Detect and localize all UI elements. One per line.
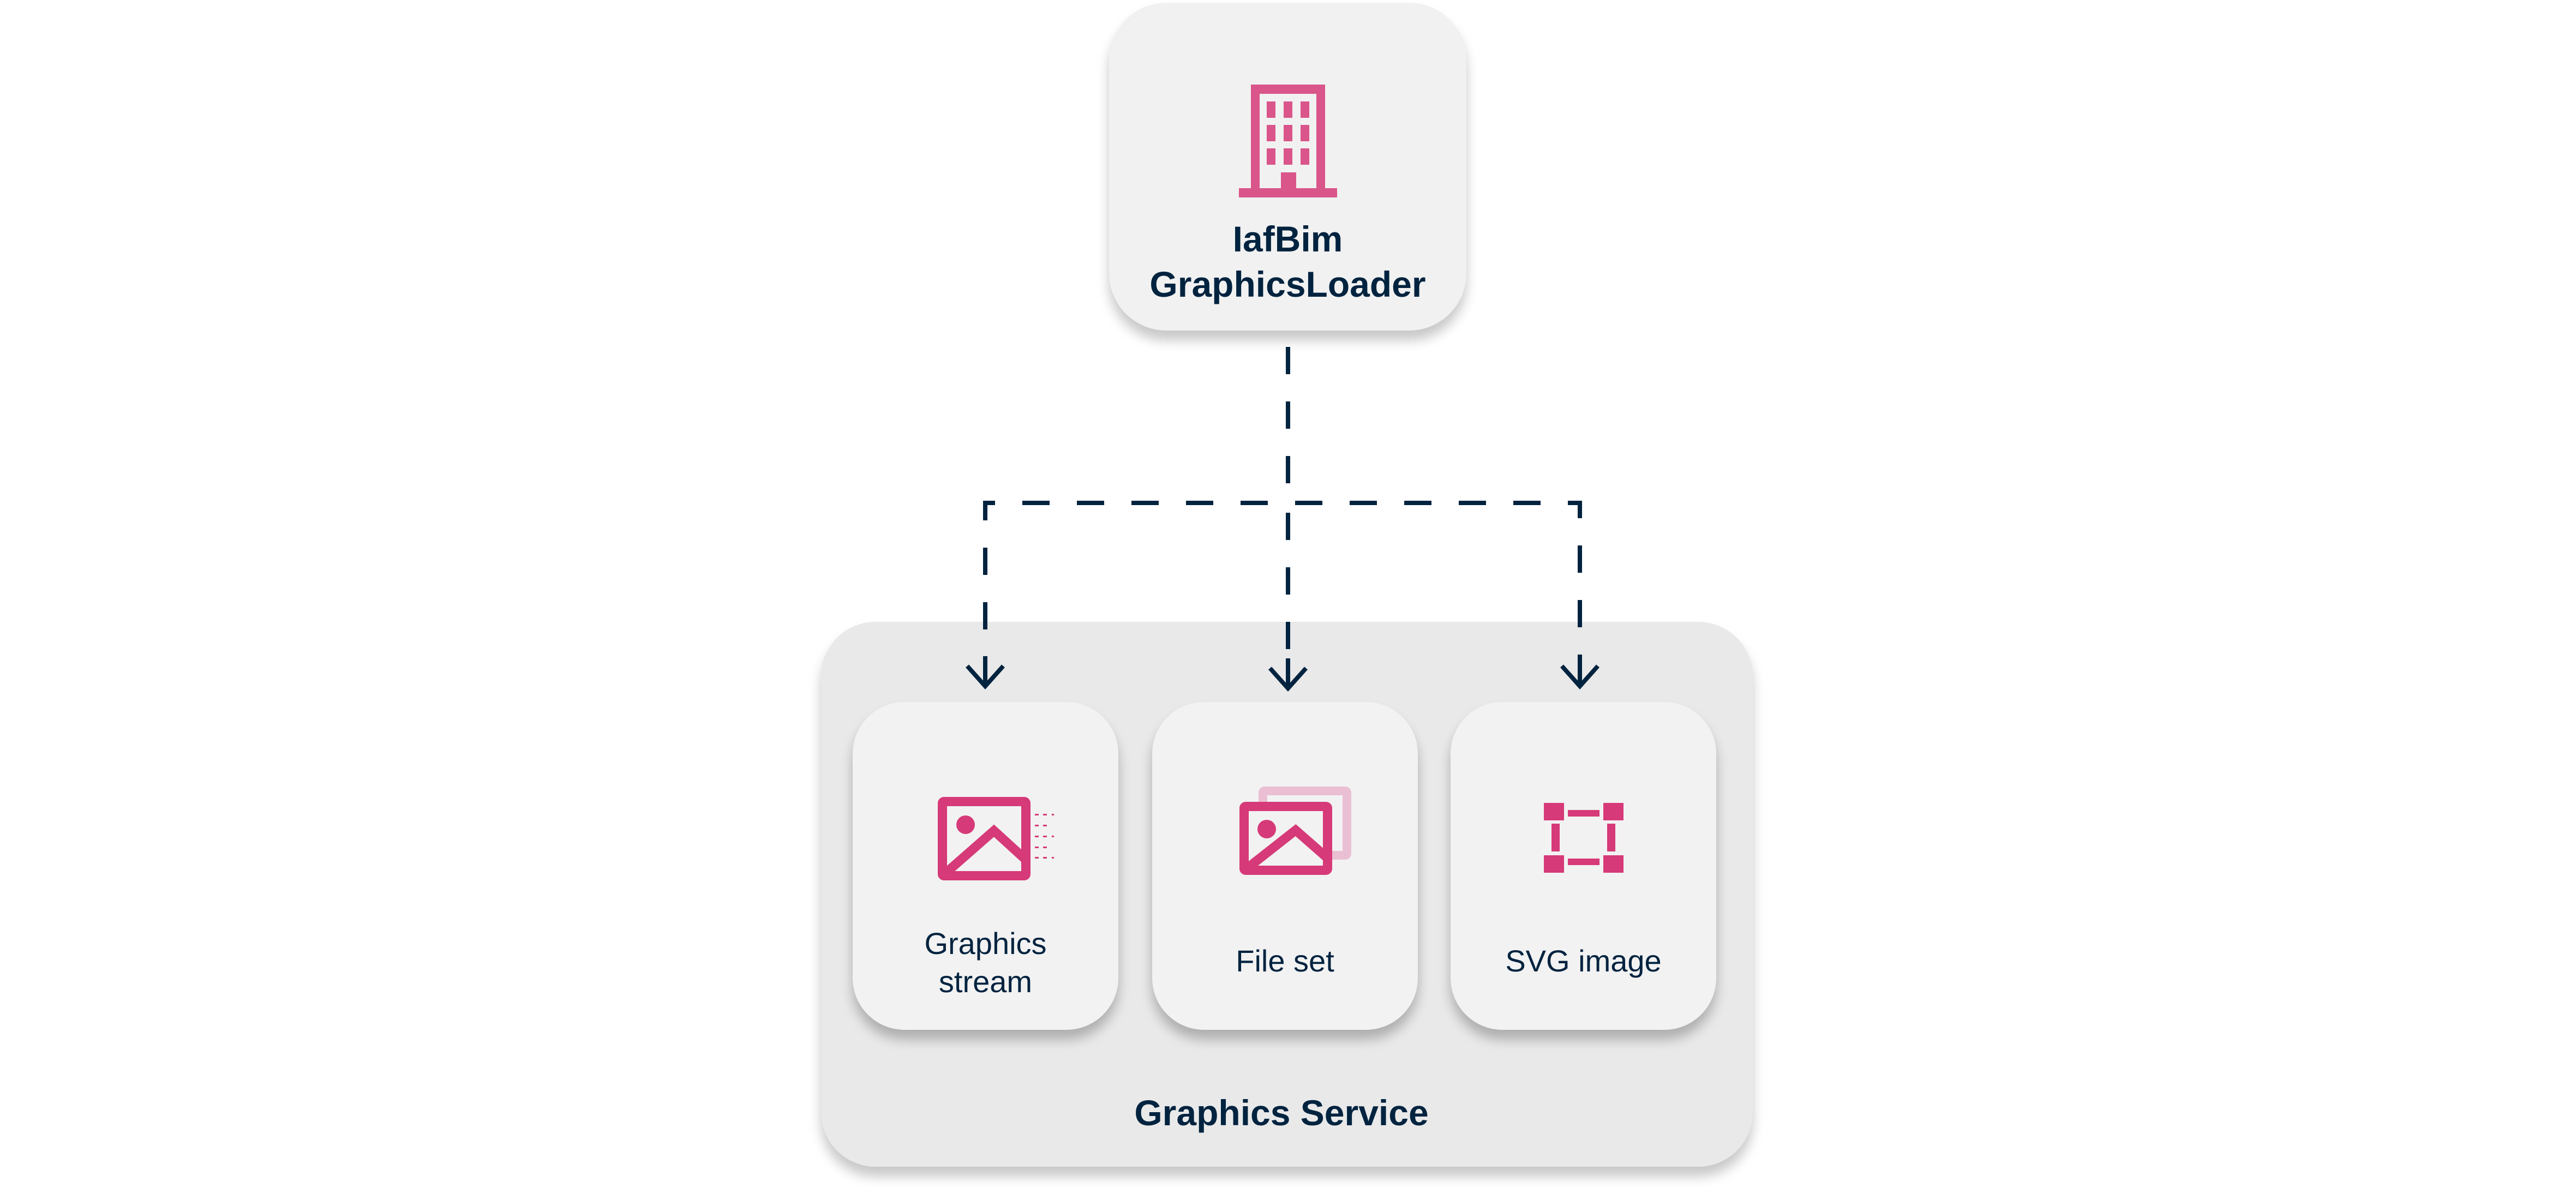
image-stream-icon <box>938 797 1054 880</box>
svg-image-label: SVG image <box>1505 944 1662 978</box>
graphics-service-title: Graphics Service <box>1134 1093 1429 1133</box>
file-set-card: File set <box>1152 702 1418 1030</box>
graphics-stream-label-line1: Graphics <box>924 926 1047 961</box>
vector-shape-icon <box>1544 803 1624 873</box>
image-stack-icon <box>1239 787 1351 875</box>
file-set-label: File set <box>1236 944 1334 978</box>
graphics-stream-card: Graphics stream <box>853 702 1118 1030</box>
svg-image-card: SVG image <box>1451 702 1716 1030</box>
graphics-loader-title-line1: IafBim <box>1232 219 1343 259</box>
graphics-loader-node: IafBim GraphicsLoader <box>1109 3 1466 331</box>
graphics-stream-label-line2: stream <box>938 964 1033 999</box>
building-icon <box>1239 85 1337 197</box>
graphics-loader-title: IafBim GraphicsLoader <box>1109 217 1466 307</box>
graphics-stream-label: Graphics stream <box>853 925 1118 1001</box>
graphics-loader-title-line2: GraphicsLoader <box>1149 264 1426 304</box>
